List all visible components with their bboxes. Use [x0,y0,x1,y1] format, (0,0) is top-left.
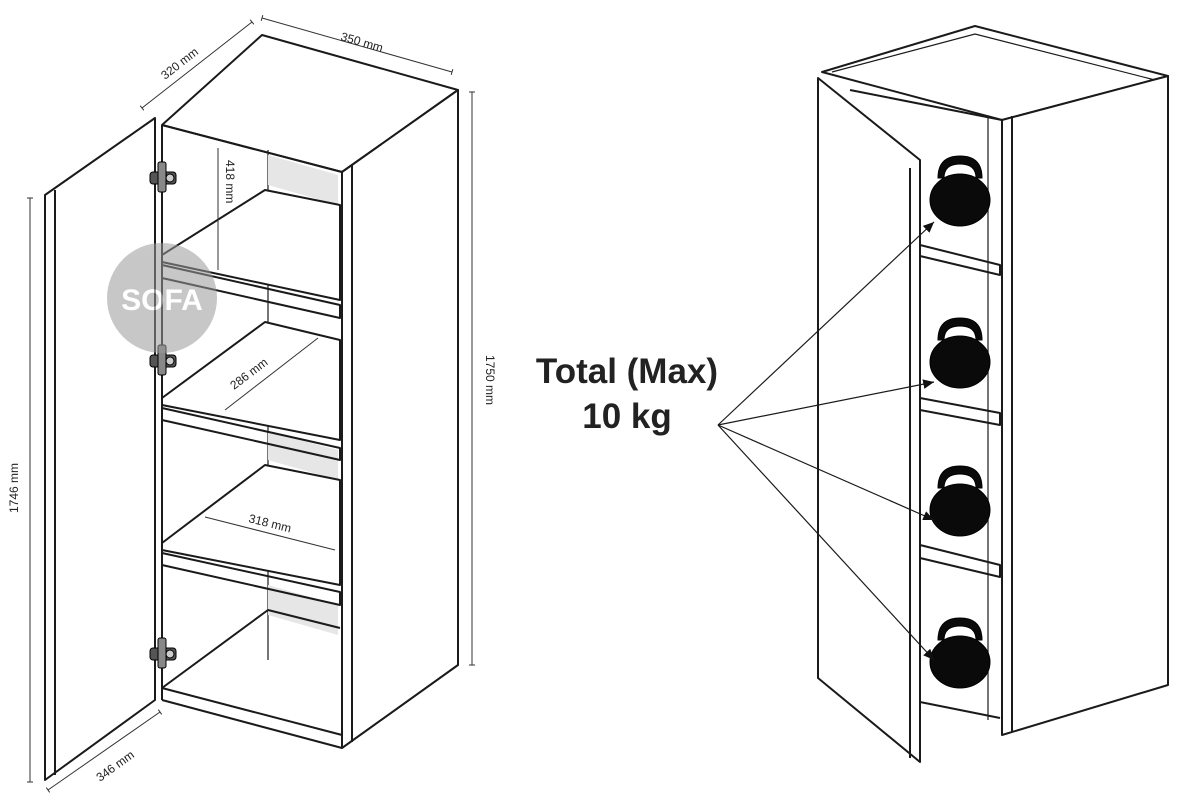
shelf [919,544,1001,578]
width-dimension-line [260,14,454,76]
shelf-depth-dimension-line [224,337,319,411]
kettlebell-icon [929,465,991,537]
load-label-line2: 10 kg [582,397,672,436]
shelf-gap-label: 418 mm [223,160,237,203]
shelf-shadow [268,432,338,480]
load-label-line1: Total (Max) [536,352,718,391]
hinge-icon [149,637,177,669]
load-arrows [717,221,935,661]
height-right-label: 1750 mm [483,355,497,405]
hinge-icon [149,161,177,193]
cabinet-door [44,117,156,781]
kettlebell-icon [929,155,991,227]
height-left-label: 1746 mm [7,463,21,513]
depth-dimension-line [139,19,255,111]
shelf [919,397,1001,426]
door-width-label: 346 mm [94,748,137,785]
shelf-width-dimension-line [204,516,336,551]
shelf [919,244,1001,276]
kettlebell-icon [929,617,991,689]
sofa-logo-watermark: SOFA [107,243,217,353]
shelf [161,321,341,461]
shelf [161,464,341,606]
cabinet-door [817,77,921,763]
shelf-shadow [268,155,338,205]
right-cabinet [717,25,1169,763]
width-label: 350 mm [339,29,385,54]
depth-label: 320 mm [158,45,201,83]
shelf-shadow [268,585,338,635]
watermark-text: SOFA [121,284,203,317]
kettlebell-icon [929,317,991,389]
door-width-dimension-line [45,709,163,793]
left-cabinet: SOFA 350 mm 320 mm 1750 mm 1746 mm 346 m… [7,14,497,793]
